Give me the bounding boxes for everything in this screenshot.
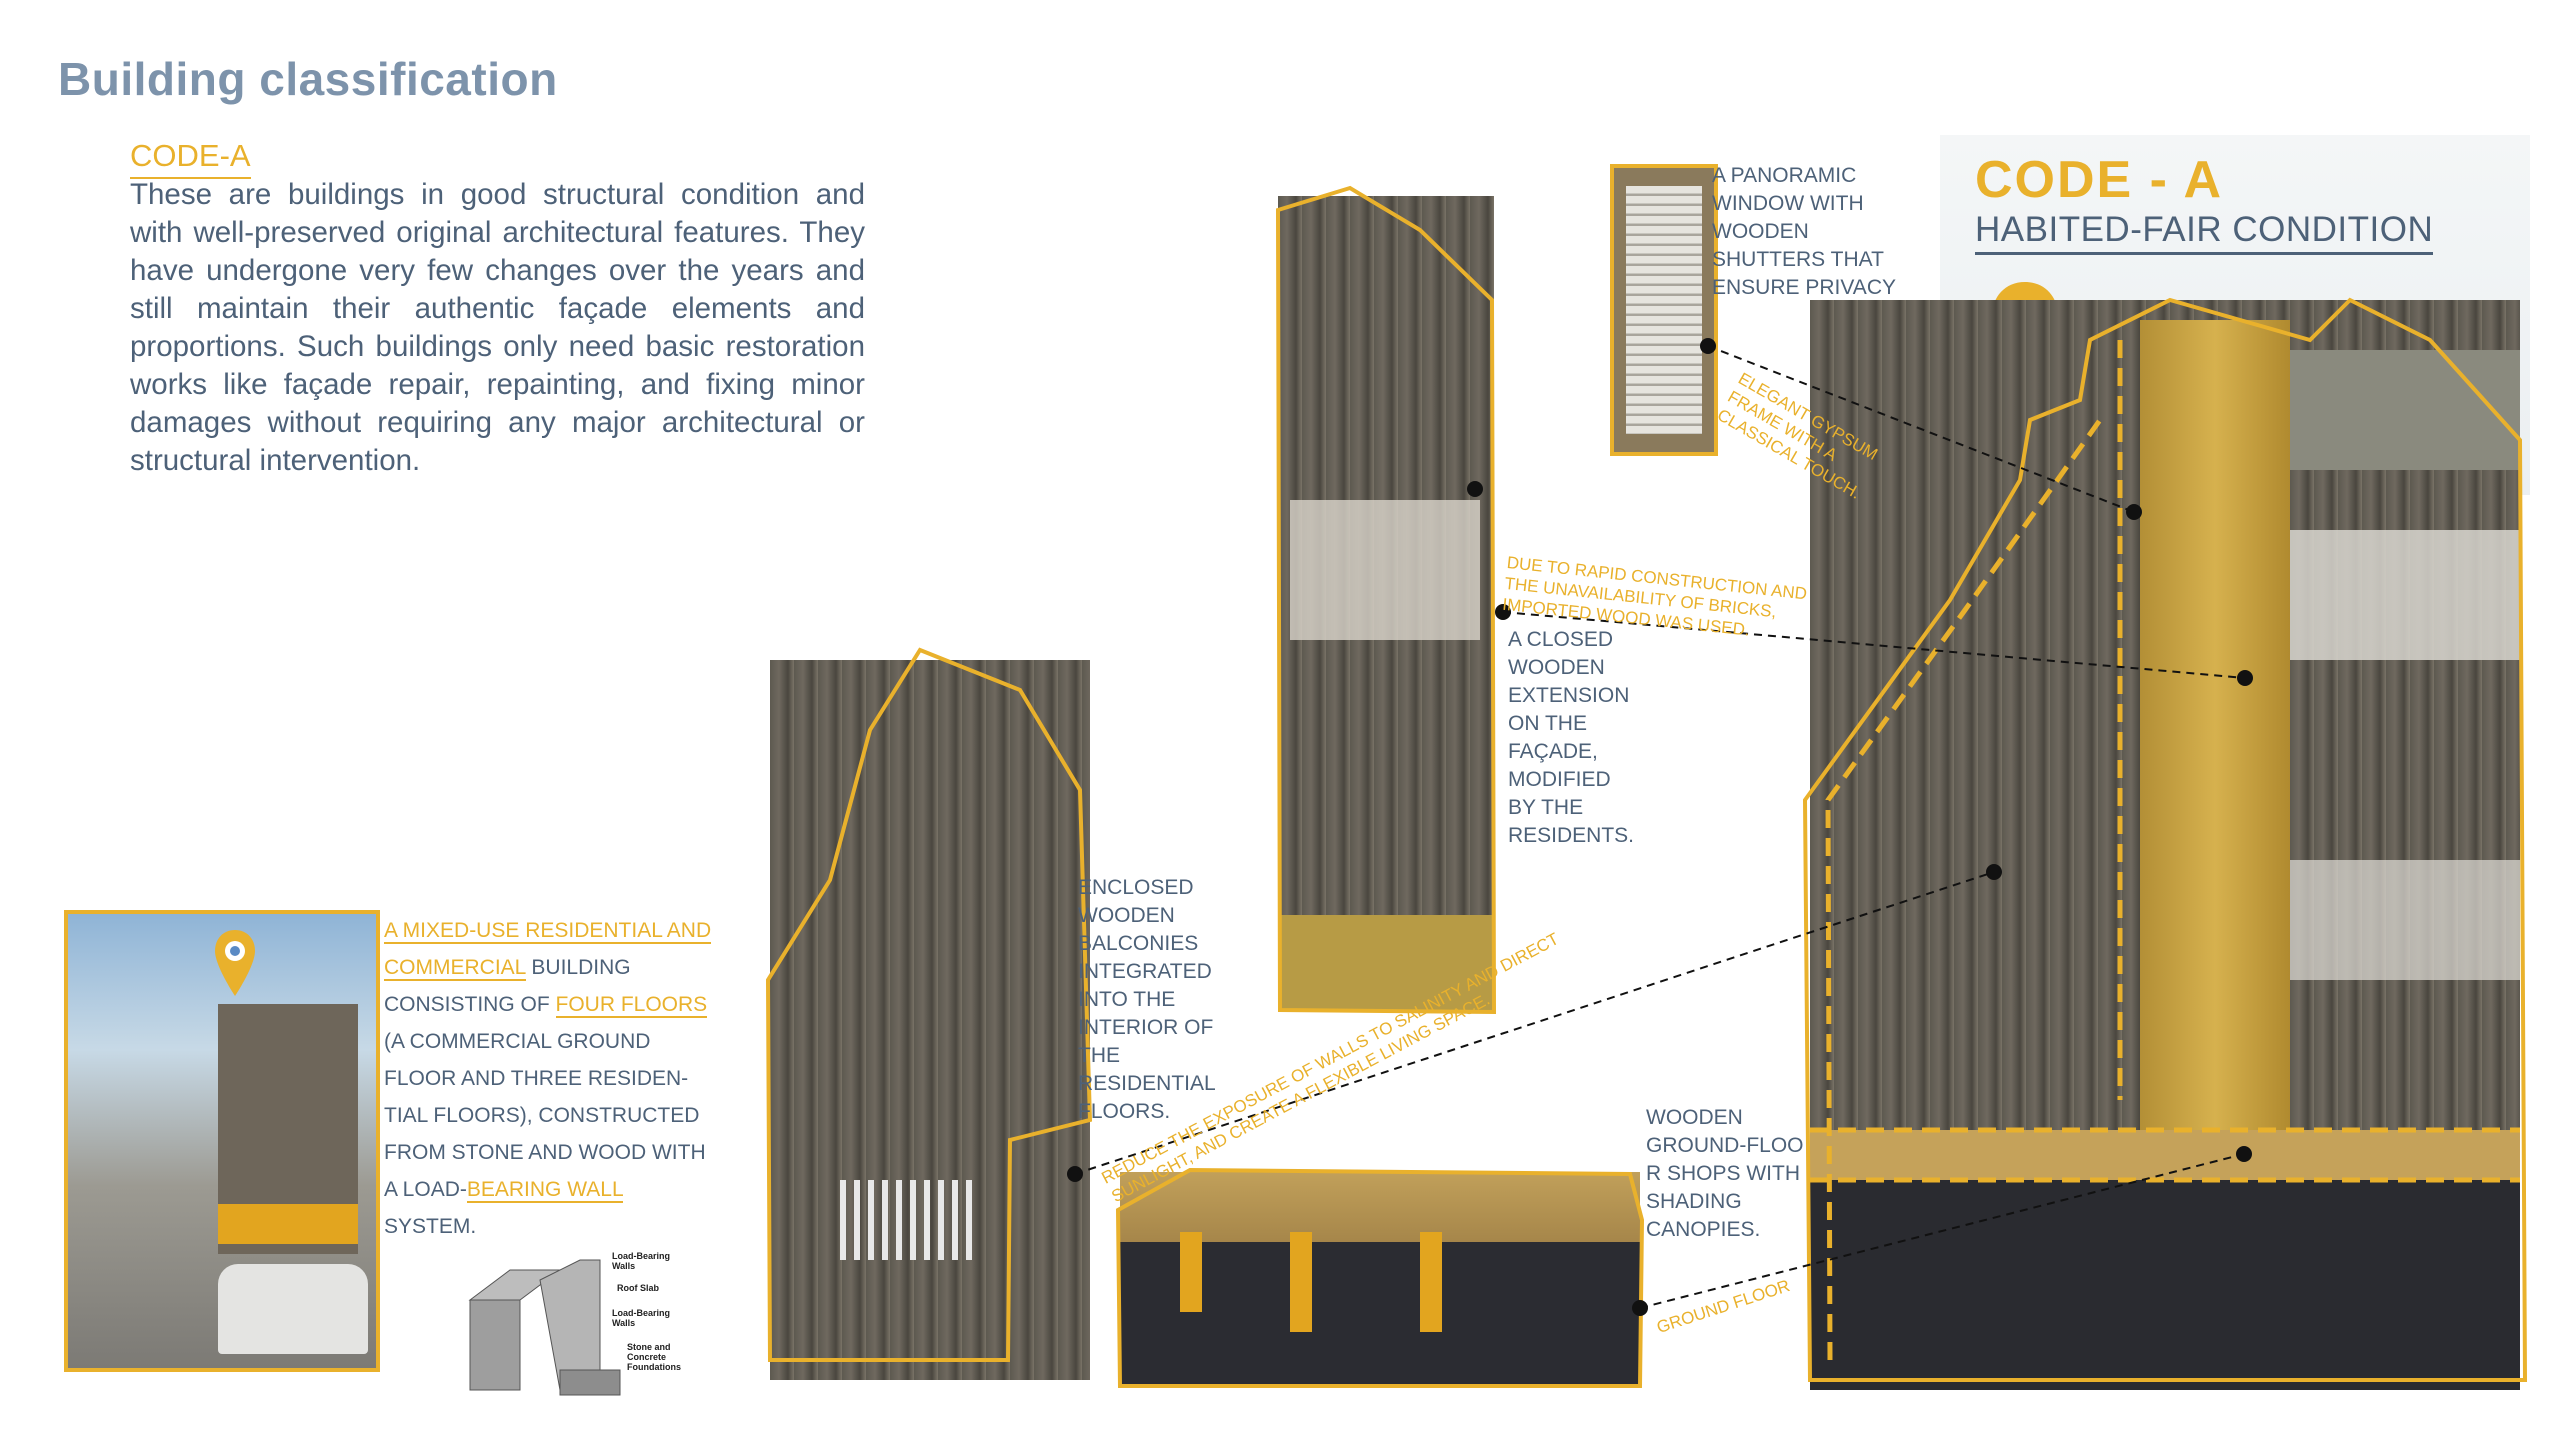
balcony-window-band [1290,500,1480,640]
caption-panoramic: A PANORAMIC WINDOW WITH WOODEN SHUTTERS … [1712,164,1896,299]
mixed-use-highlight: A MIXED-USE RESIDENTIAL AND COMMERCIAL [384,919,712,981]
main-building-outline [1802,297,2528,1382]
building-desc-text-3: SYSTEM. [384,1215,477,1238]
panoramic-window-photo [1610,164,1718,456]
diagram-label-roof: Roof Slab [617,1283,659,1293]
diagram-label-walls-1: Load-Bearing Walls [612,1251,671,1271]
tall-balcony-outline [1275,185,1497,1015]
bearing-wall-highlight: BEARING WALL [466,1178,623,1203]
callout-dot-panoramic [1700,338,1716,354]
caption-shops: WOODEN GROUND-FLOO R SHOPS WITH SHADING … [1646,1106,1804,1241]
balcony-base-band [1278,915,1494,1010]
classification-code: CODE - A [1975,151,2224,209]
page-title: Building classification [58,53,558,105]
ground-floor-outline [1115,1167,1645,1388]
callout-dot-ground [2236,1146,2252,1162]
intro-paragraph: These are buildings in good structural c… [130,178,865,477]
wooden-balconies-photo [770,660,1090,1380]
ground-floor-shops-photo [1120,1172,1640,1384]
balcony-rail [840,1180,980,1260]
callout-dot-top-balcony [1467,481,1483,497]
diagram-label-walls-2: Load-Bearing Walls [612,1308,671,1328]
code-label: CODE-A [130,138,251,179]
main-building-photo [1810,300,2520,1390]
wooden-balconies-outline [765,647,1093,1362]
building-desc-text-2: (A COMMERCIAL GROUND FLOOR AND THREE RES… [384,1030,706,1201]
caption-enclosed-balconies: ENCLOSED WOODEN BALCONIES INTEGRATED INT… [1078,876,1215,1123]
building-description: A MIXED-USE RESIDENTIAL AND COMMERCIAL B… [384,912,714,1245]
diagram-label-foundations: Stone and Concrete Foundations [627,1342,681,1372]
four-floors-highlight: FOUR FLOORS [555,993,708,1018]
structure-diagram [468,1259,621,1396]
callout-dot-balconies [1067,1166,1083,1182]
street-pin-icon [215,930,255,996]
condition-label: HABITED-FAIR CONDITION [1975,210,2434,255]
caption-closed-extension: A CLOSED WOODEN EXTENSION ON THE FAÇADE,… [1508,628,1635,847]
building-desc-text-1: BUILDING CONSISTING OF [384,956,631,1016]
street-context-photo [64,910,380,1372]
callout-dot-gypsum [2126,504,2142,520]
callout-dot-upper-floor [1986,864,2002,880]
callout-dot-shops [1632,1300,1648,1316]
callout-dot-extension [1495,604,1511,620]
callout-dot-corner [2237,670,2253,686]
